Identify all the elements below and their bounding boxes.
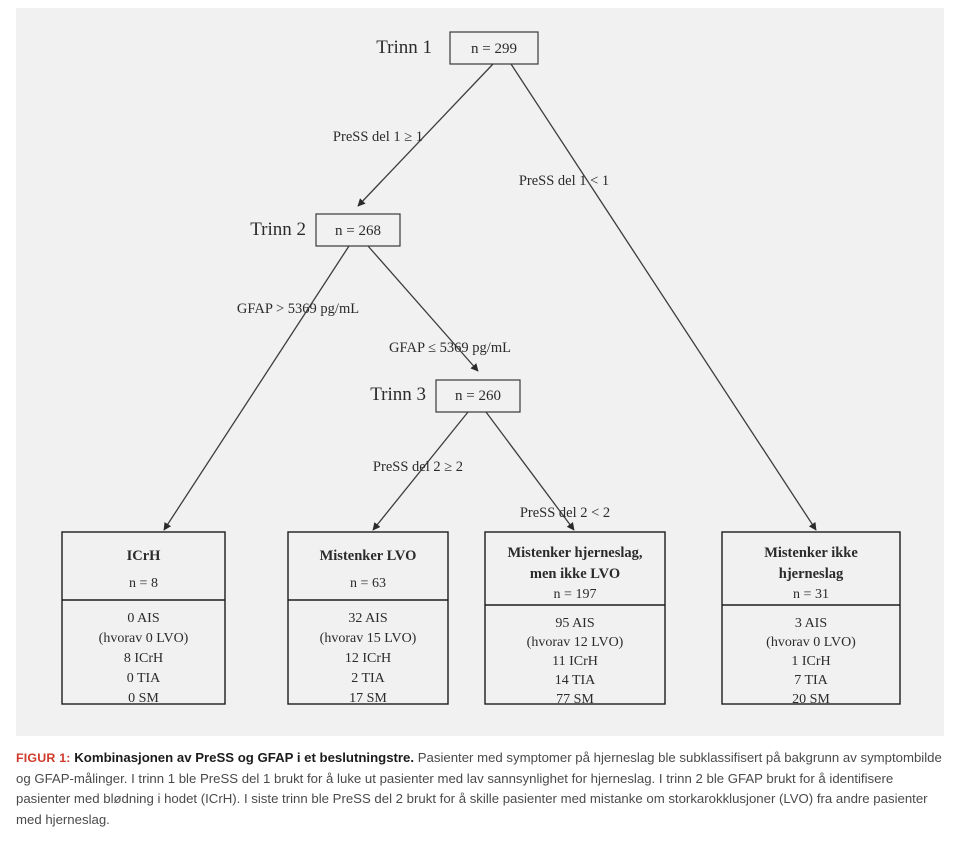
decision-tree-diagram: PreSS del 1 ≥ 1 PreSS del 1 < 1 GFAP > 5…	[61, 31, 901, 707]
node-step-3[interactable]: Trinn 3 n = 260	[370, 379, 521, 413]
edge-step3-to-leaf-lvo	[372, 411, 469, 531]
figure-caption: FIGUR 1: Kombinasjonen av PreSS og GFAP …	[16, 748, 944, 830]
node-step-3-box	[435, 379, 521, 413]
leaf-lvo-row-4: 17 SM	[349, 691, 387, 706]
leaf-icrh-row-2: 8 ICrH	[124, 651, 163, 666]
node-step-1-count: n = 299	[471, 41, 517, 57]
edge-step2-to-leaf-icrh	[163, 245, 350, 531]
node-step-2-box	[315, 213, 401, 247]
leaf-stroke-no-lvo-count: n = 197	[554, 587, 597, 602]
leaf-icrh-row-0: 0 AIS	[127, 611, 159, 626]
node-step-2[interactable]: Trinn 2 n = 268	[250, 213, 401, 247]
leaf-stroke-no-lvo-title-line2: men ikke LVO	[530, 566, 620, 582]
node-step-1[interactable]: Trinn 1 n = 299	[376, 31, 539, 65]
edge-step3-to-leaf-stroke-no-lvo	[485, 411, 575, 531]
decision-tree-figure-panel: PreSS del 1 ≥ 1 PreSS del 1 < 1 GFAP > 5…	[16, 8, 944, 736]
leaf-no-stroke-title-line2: hjerneslag	[779, 566, 844, 582]
node-step-2-label: Trinn 2	[250, 219, 306, 240]
edge-step1-to-step2	[357, 63, 494, 207]
leaf-stroke-no-lvo-row-1: (hvorav 12 LVO)	[527, 635, 624, 650]
edge-label-press2-lt2: PreSS del 2 < 2	[520, 505, 610, 521]
leaf-icrh-row-1: (hvorav 0 LVO)	[99, 631, 189, 646]
edge-label-gfap-le: GFAP ≤ 5369 pg/mL	[389, 340, 511, 356]
leaf-icrh-row-3: 0 TIA	[127, 671, 161, 686]
node-step-3-label: Trinn 3	[370, 384, 426, 405]
leaf-stroke-no-lvo-row-2: 11 ICrH	[552, 654, 598, 669]
leaf-no-stroke-row-3: 7 TIA	[794, 673, 828, 688]
node-step-3-count: n = 260	[455, 388, 501, 404]
leaf-stroke-no-lvo-row-0: 95 AIS	[555, 616, 594, 631]
figure-caption-body: Pasienter med symptomer på hjerneslag bl…	[16, 750, 942, 827]
leaf-no-stroke-row-2: 1 ICrH	[791, 654, 830, 669]
leaf-stroke-no-lvo-box	[484, 531, 666, 705]
leaf-icrh-row-4: 0 SM	[128, 691, 159, 706]
leaf-no-stroke-count: n = 31	[793, 587, 829, 602]
edge-step1-to-leaf-no-stroke	[510, 63, 817, 531]
leaf-lvo-title: Mistenker LVO	[320, 548, 417, 564]
node-step-1-label: Trinn 1	[376, 37, 432, 58]
edge-step2-to-step3	[367, 245, 479, 372]
leaf-stroke-no-lvo-row-3: 14 TIA	[555, 673, 596, 688]
leaf-icrh-box	[61, 531, 226, 705]
leaf-lvo-row-2: 12 ICrH	[345, 651, 391, 666]
leaf-node-icrh[interactable]: ICrH n = 8 0 AIS (hvorav 0 LVO) 8 ICrH 0…	[61, 531, 226, 706]
leaf-icrh-count: n = 8	[129, 576, 158, 591]
leaf-lvo-box	[287, 531, 449, 705]
leaf-stroke-no-lvo-row-4: 77 SM	[556, 692, 594, 707]
node-step-1-box	[449, 31, 539, 65]
leaf-lvo-row-3: 2 TIA	[351, 671, 385, 686]
edge-label-press1-lt1: PreSS del 1 < 1	[519, 173, 609, 189]
leaf-stroke-no-lvo-title-line1: Mistenker hjerneslag,	[507, 545, 642, 561]
leaf-no-stroke-title-line1: Mistenker ikke	[764, 545, 858, 561]
leaf-lvo-count: n = 63	[350, 576, 386, 591]
node-step-2-count: n = 268	[335, 223, 381, 239]
leaf-no-stroke-row-4: 20 SM	[792, 692, 830, 707]
edge-label-gfap-gt: GFAP > 5369 pg/mL	[237, 301, 359, 317]
edge-label-press2-ge2: PreSS del 2 ≥ 2	[373, 459, 463, 475]
leaf-lvo-row-0: 32 AIS	[348, 611, 387, 626]
leaf-lvo-row-1: (hvorav 15 LVO)	[320, 631, 417, 646]
leaf-no-stroke-row-0: 3 AIS	[795, 616, 827, 631]
leaf-node-suspected-lvo[interactable]: Mistenker LVO n = 63 32 AIS (hvorav 15 L…	[287, 531, 449, 706]
leaf-node-no-stroke[interactable]: Mistenker ikke hjerneslag n = 31 3 AIS (…	[721, 531, 901, 707]
figure-caption-title: Kombinasjonen av PreSS og GFAP i et besl…	[74, 750, 415, 765]
leaf-node-stroke-no-lvo[interactable]: Mistenker hjerneslag, men ikke LVO n = 1…	[484, 531, 666, 707]
edge-label-press1-ge1: PreSS del 1 ≥ 1	[333, 129, 423, 145]
leaf-no-stroke-row-1: (hvorav 0 LVO)	[766, 635, 856, 650]
leaf-icrh-title: ICrH	[127, 548, 162, 564]
figure-number: FIGUR 1:	[16, 751, 71, 765]
leaf-no-stroke-box	[721, 531, 901, 705]
